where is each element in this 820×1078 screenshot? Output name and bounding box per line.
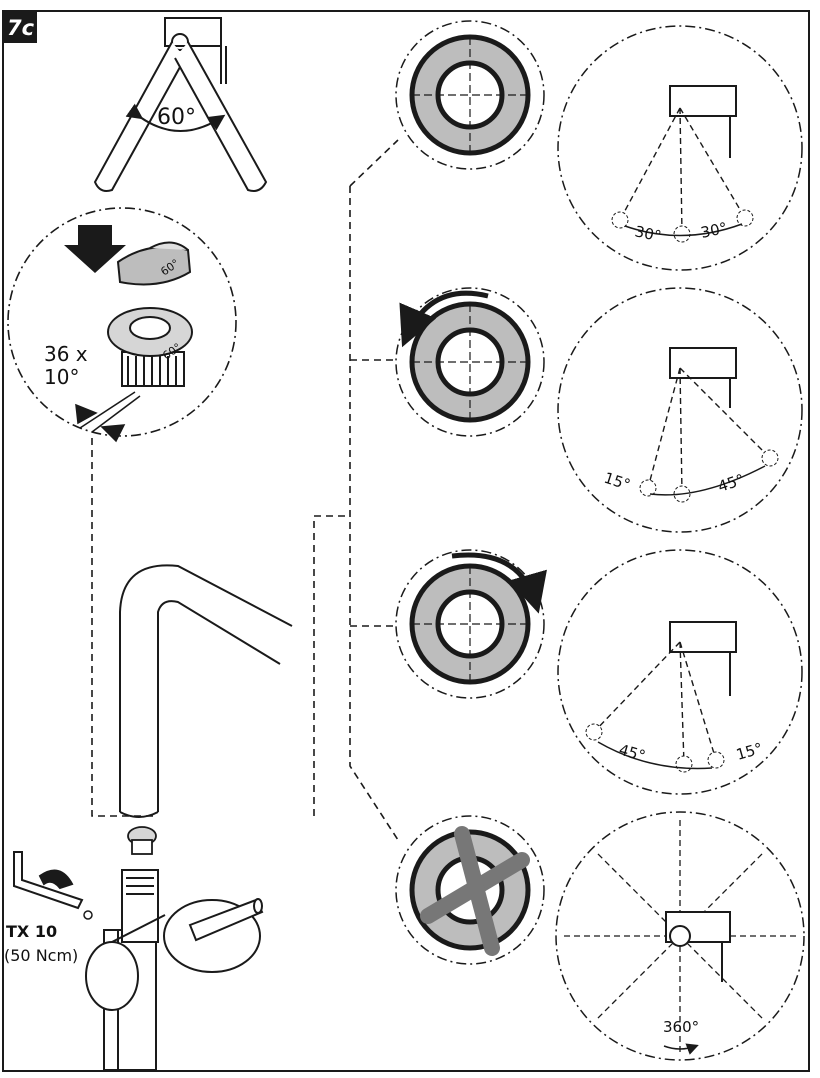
- step-badge: 7c: [3, 11, 37, 43]
- setting-4: 360°: [395, 811, 805, 1061]
- setting-3: 45° 15°: [395, 549, 803, 795]
- ring-view-3: [395, 549, 547, 699]
- setting-1-right-angle: 30°: [699, 219, 729, 242]
- positions-count-label: 36 x: [44, 342, 88, 366]
- arrow-down-icon: [64, 225, 126, 273]
- spout-swing-60: [93, 17, 268, 192]
- faucet-body: [85, 869, 264, 1071]
- setting-2-right-angle: 45°: [716, 470, 747, 495]
- setting-3-left-angle: 45°: [617, 741, 648, 766]
- setting-1-left-angle: 30°: [633, 222, 663, 245]
- swing-view-2: [557, 287, 803, 533]
- swing-view-4: [555, 811, 805, 1061]
- screw-icon: [83, 910, 93, 920]
- page-frame: [2, 10, 810, 1072]
- ring-view-2: [395, 287, 545, 437]
- rotate-cw-icon: [451, 552, 547, 614]
- step-label: 7c: [7, 16, 35, 40]
- ring-view-4: [395, 815, 545, 965]
- cross-icon: [420, 826, 530, 956]
- ring-view-1: [395, 20, 545, 170]
- limiter-ring-top: [116, 241, 192, 286]
- swing-view-3: [557, 549, 803, 795]
- torque-label: (50 Ncm): [4, 946, 78, 965]
- limiter-detail: 60° 60° 36 x 10°: [7, 207, 237, 443]
- tool-label: TX 10: [6, 922, 57, 941]
- angle-60-label: 60°: [157, 105, 196, 130]
- rotate-ccw-icon: [399, 290, 489, 348]
- connectors: [91, 139, 399, 841]
- setting-4-rotation-label: 360°: [663, 1018, 699, 1036]
- hex-key-icon: [13, 851, 84, 910]
- limiter-ring-small: [127, 826, 157, 855]
- setting-2: 15° 45°: [395, 287, 803, 533]
- limiter-ring-base: [107, 307, 193, 387]
- swing-view-1: [557, 25, 803, 271]
- setting-1: 30° 30°: [395, 20, 803, 271]
- positions-step-label: 10°: [44, 365, 79, 389]
- setting-2-left-angle: 15°: [602, 469, 633, 494]
- faucet-spout: [119, 564, 293, 818]
- setting-3-right-angle: 15°: [734, 739, 765, 764]
